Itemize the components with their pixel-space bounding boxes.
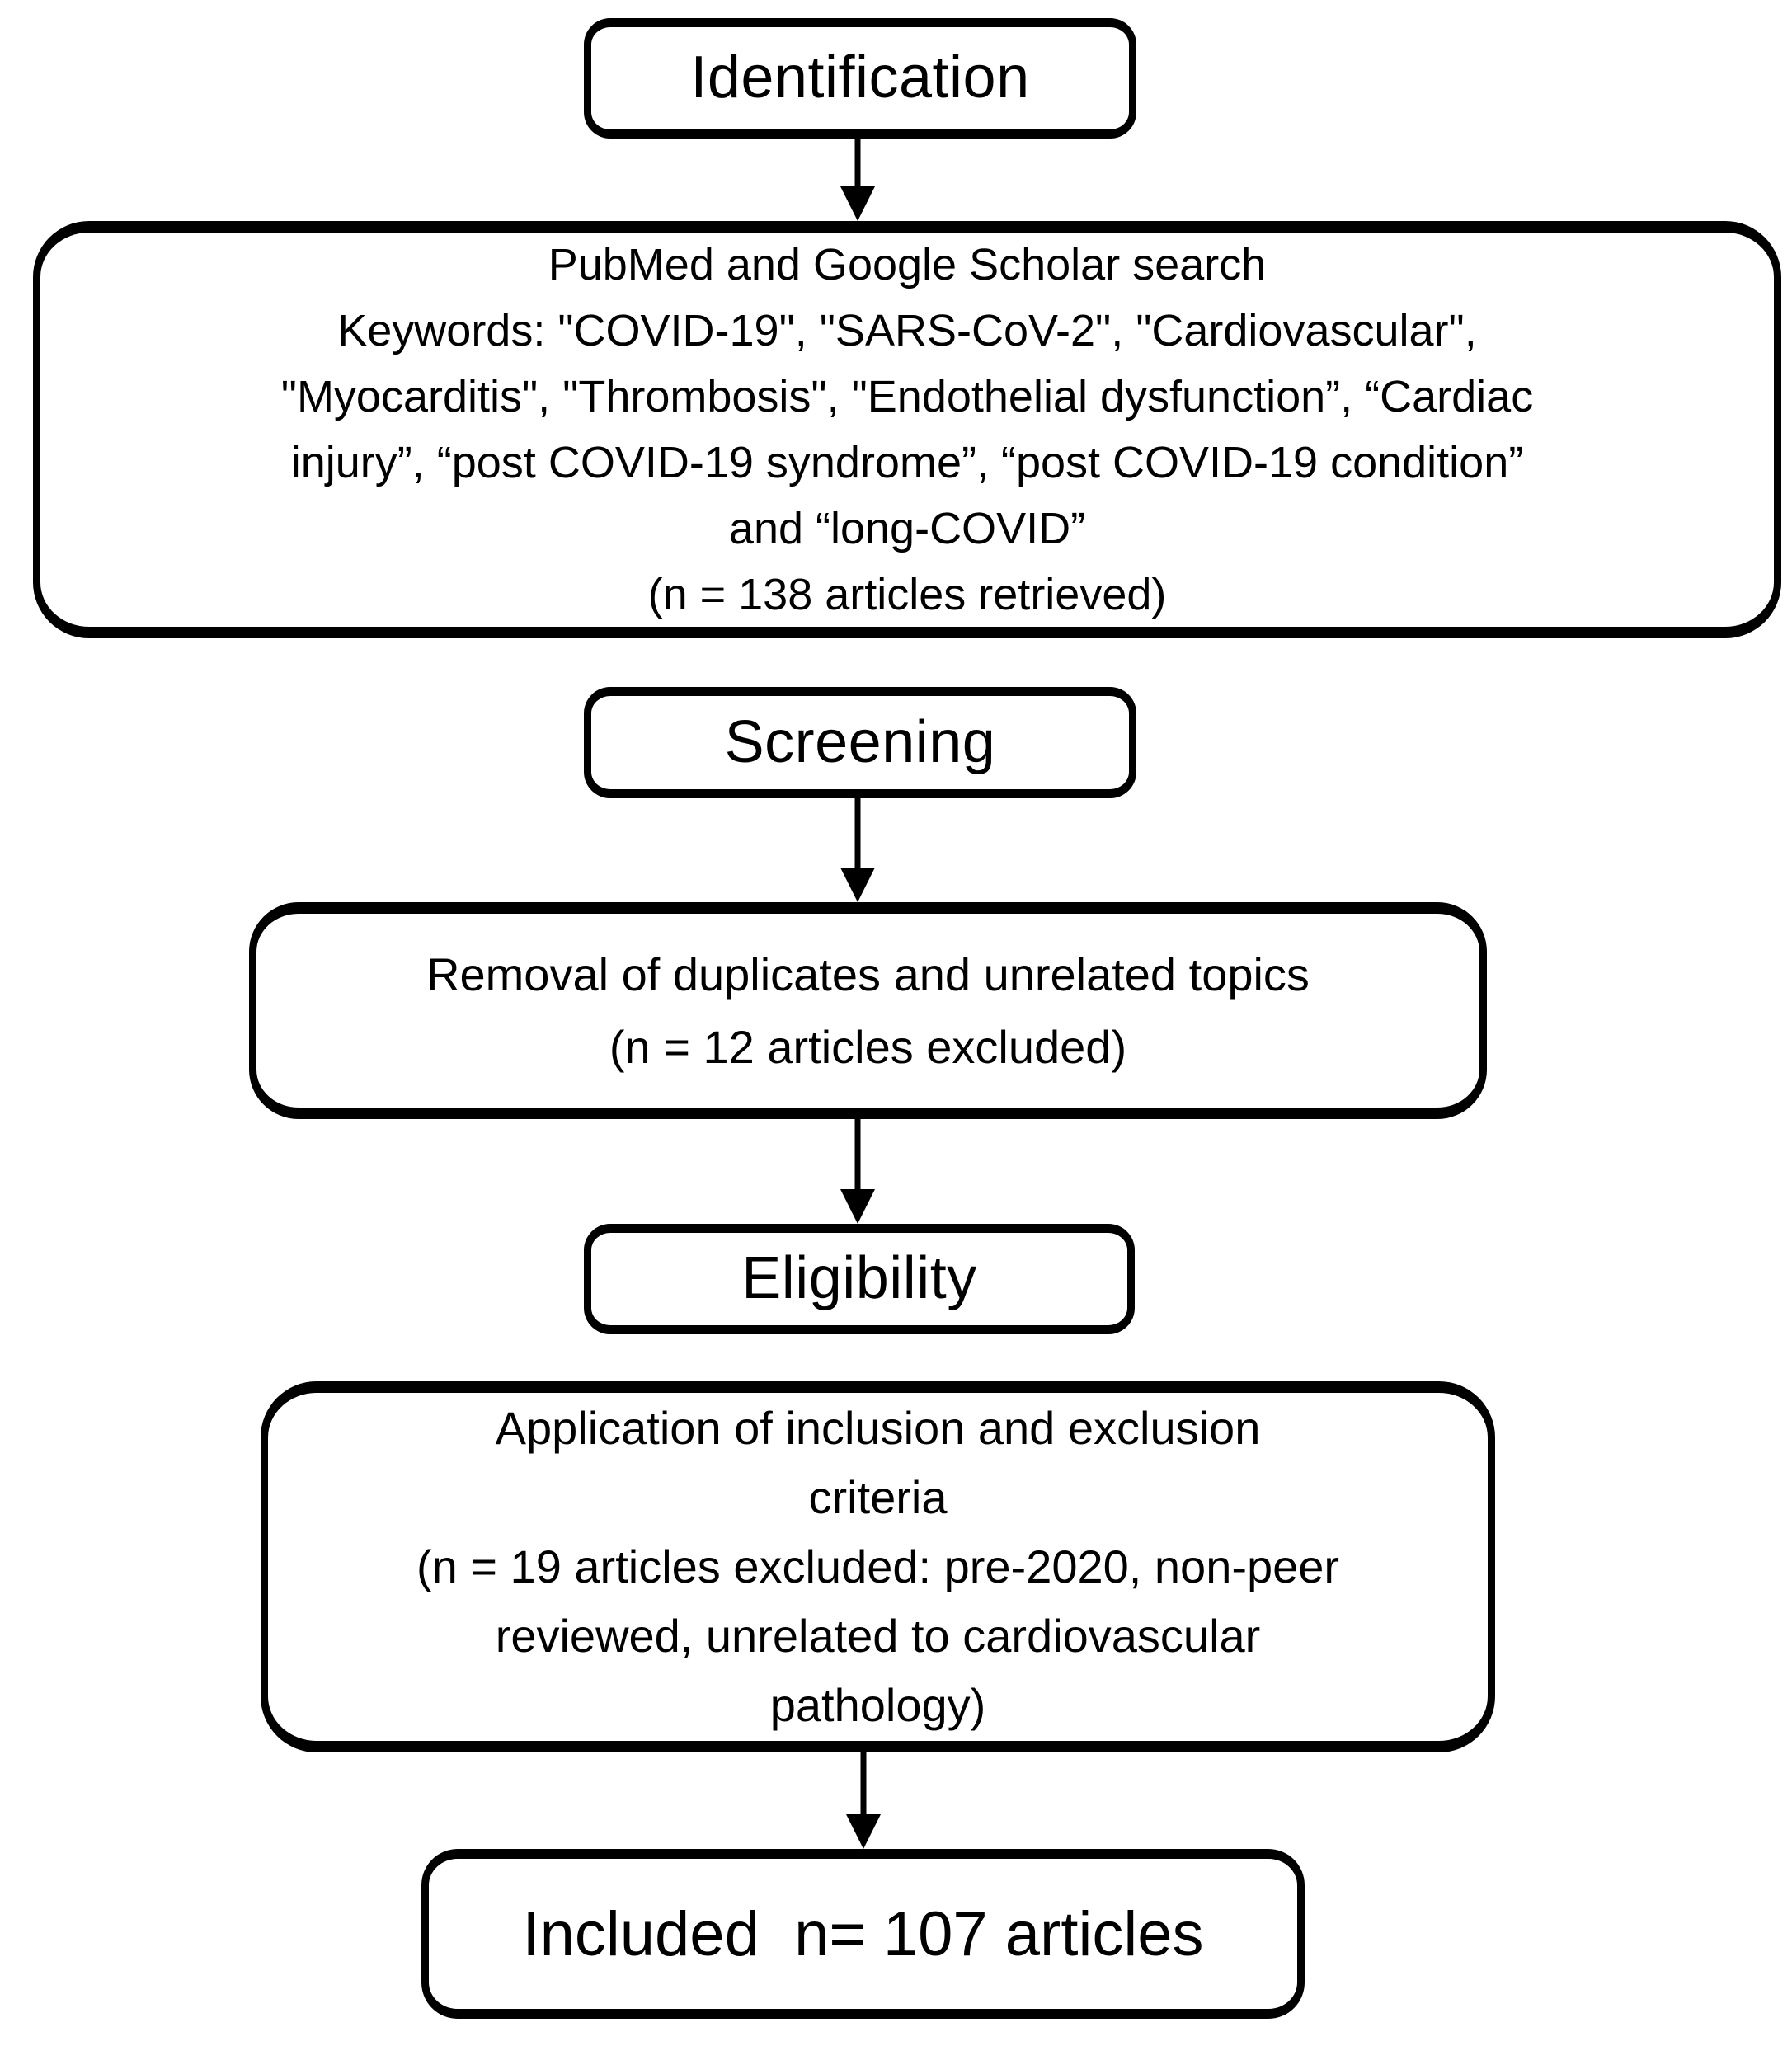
arrow-removal-to-eligibility [835, 1119, 881, 1224]
arrow-shaft [854, 1119, 861, 1196]
process-box-removal-of-duplicates: Removal of duplicates and unrelated topi… [249, 902, 1487, 1119]
arrow-head-icon [840, 868, 875, 902]
arrow-head-icon [840, 1189, 875, 1224]
arrow-identification-to-search [835, 139, 881, 221]
arrow-shaft [854, 139, 861, 193]
result-box-included: Included n= 107 articles [421, 1849, 1305, 2019]
stage-box-identification: Identification [584, 18, 1136, 139]
process-box-inclusion-exclusion-criteria: Application of inclusion and exclusion c… [261, 1381, 1495, 1752]
process-box-search: PubMed and Google Scholar search Keyword… [33, 221, 1781, 638]
stage-box-screening: Screening [584, 687, 1136, 798]
arrow-shaft [854, 798, 861, 874]
arrow-shaft [860, 1752, 867, 1821]
stage-box-eligibility: Eligibility [584, 1224, 1135, 1334]
arrow-head-icon [840, 186, 875, 221]
arrow-screening-to-removal [835, 798, 881, 902]
arrow-head-icon [846, 1814, 881, 1849]
arrow-application-to-included [840, 1752, 887, 1849]
